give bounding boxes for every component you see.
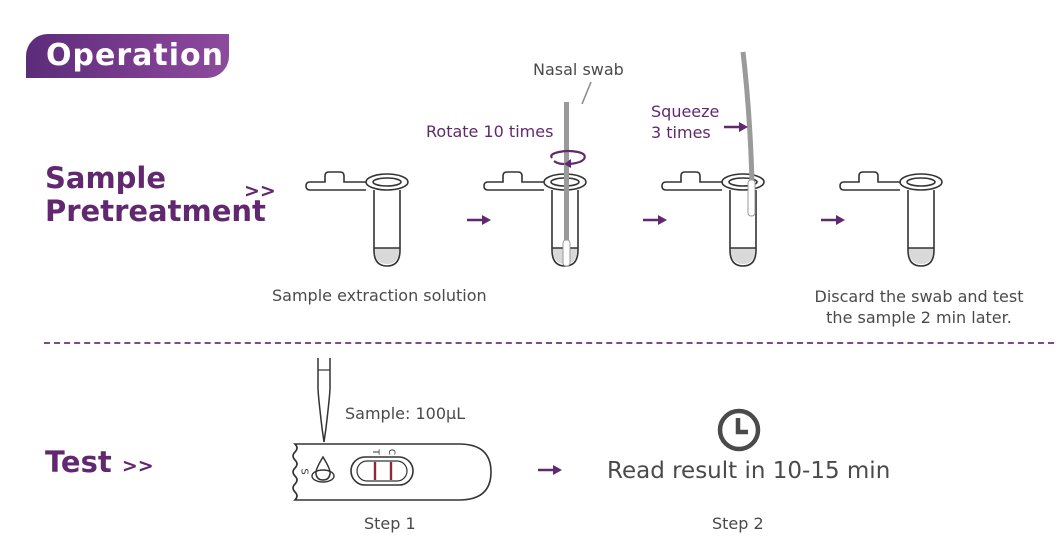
sample-volume-label: Sample: 100μL [345, 404, 466, 423]
test-heading-text: Test [45, 445, 112, 479]
right-arrow-icon [643, 215, 667, 225]
swab-icon [562, 102, 571, 267]
extraction-caption: Sample extraction solution [272, 286, 487, 305]
pretreatment-heading-line2: Pretreatment [45, 194, 266, 228]
test-chevron: >> [121, 455, 154, 477]
squeeze-label: Squeeze 3 times [651, 101, 719, 143]
read-result-label: Read result in 10-15 min [607, 458, 891, 484]
right-arrow-icon [538, 465, 562, 475]
discard-caption: Discard the swab and test the sample 2 m… [796, 286, 1042, 328]
tube-icon [305, 171, 409, 267]
operation-title: Operation [46, 38, 224, 73]
tube-icon [839, 171, 943, 267]
test-cassette-icon [292, 443, 492, 501]
cassette-letter-t: T [369, 449, 380, 455]
cassette-letter-s: S [298, 468, 310, 475]
pipette-icon [317, 358, 331, 443]
pretreatment-heading-line1: Sample [45, 161, 167, 195]
operation-badge: Operation [26, 34, 229, 78]
swab-icon [740, 51, 756, 217]
rotate-arrow-icon [550, 149, 586, 168]
squeeze-label-line1: Squeeze [651, 102, 720, 121]
section-divider [44, 342, 1054, 344]
test-heading: Test >> [45, 446, 154, 483]
step1-label: Step 1 [364, 514, 416, 533]
tube-icon [483, 171, 587, 267]
tube-icon [661, 171, 765, 267]
nasal-swab-label: Nasal swab [533, 60, 624, 79]
clock-icon [717, 408, 761, 452]
right-arrow-icon [467, 215, 491, 225]
right-arrow-icon [821, 215, 845, 225]
step2-label: Step 2 [712, 514, 764, 533]
pretreatment-chevron: >> [244, 180, 276, 202]
nasal-swab-pointer [581, 81, 592, 105]
squeeze-label-line2: 3 times [651, 123, 711, 142]
pretreatment-heading: Sample Pretreatment [45, 162, 266, 228]
discard-caption-line1: Discard the swab and test [814, 287, 1024, 306]
right-arrow-icon [724, 122, 748, 132]
rotate-label: Rotate 10 times [426, 122, 554, 141]
discard-caption-line2: the sample 2 min later. [826, 308, 1012, 327]
cassette-letter-c: C [386, 448, 397, 456]
